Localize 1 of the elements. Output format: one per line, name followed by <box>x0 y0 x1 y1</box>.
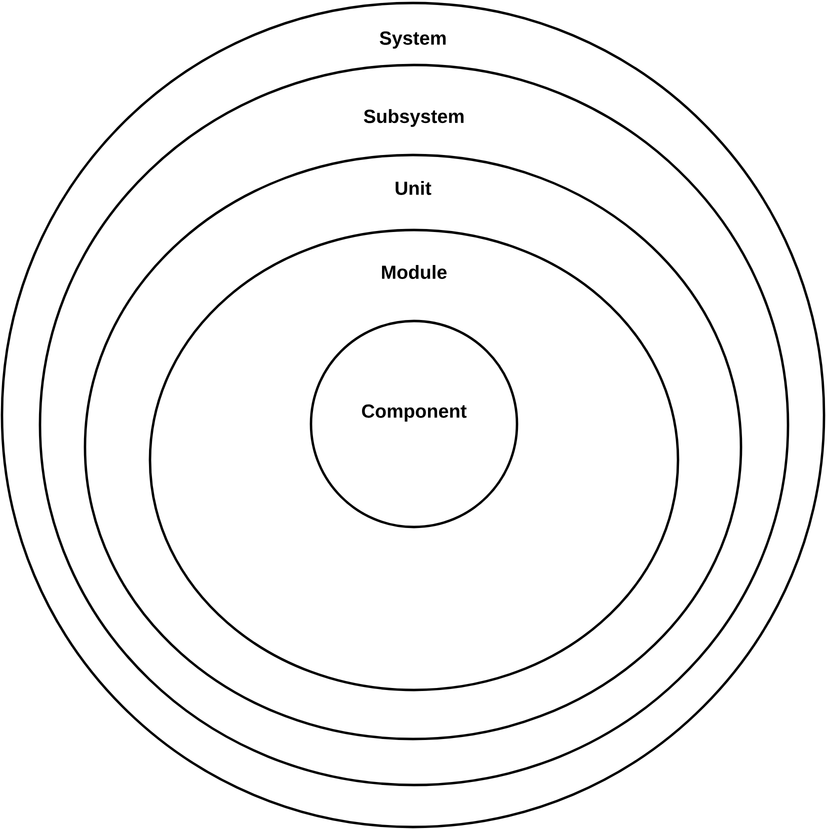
ring: Component <box>310 320 518 528</box>
